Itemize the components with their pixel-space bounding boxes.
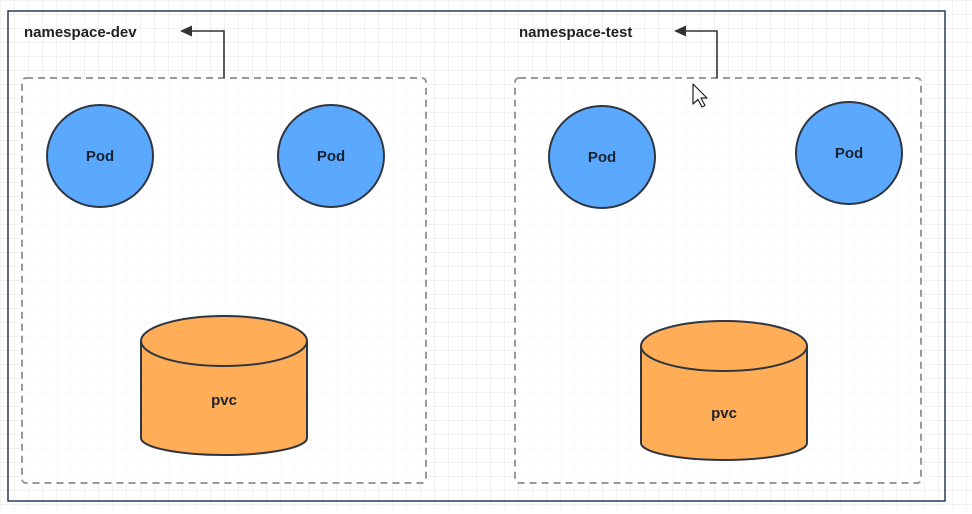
pod-label: Pod (317, 148, 345, 165)
pvc-volume[interactable]: pvc (140, 315, 308, 456)
arrow-left-icon (180, 25, 192, 37)
pvc-volume[interactable]: pvc (640, 320, 808, 461)
pod-label: Pod (835, 145, 863, 162)
namespace-test-group[interactable]: namespace-test Pod Pod pvc (514, 24, 922, 484)
pod-label: Pod (588, 149, 616, 166)
namespace-test-connector (685, 30, 718, 78)
mouse-pointer-icon (692, 83, 708, 108)
pod-node[interactable]: Pod (795, 101, 903, 205)
pvc-label: pvc (711, 405, 737, 422)
pod-node[interactable]: Pod (46, 104, 154, 208)
arrow-left-icon (674, 25, 686, 37)
pvc-label: pvc (211, 392, 237, 409)
namespace-dev-label: namespace-dev (24, 24, 137, 41)
namespace-dev-connector (190, 30, 225, 78)
pod-node[interactable]: Pod (548, 105, 656, 209)
pod-label: Pod (86, 148, 114, 165)
pod-node[interactable]: Pod (277, 104, 385, 208)
namespace-dev-group[interactable]: namespace-dev Pod Pod pvc (21, 24, 427, 484)
namespace-test-label: namespace-test (519, 24, 632, 41)
canvas-frame (7, 10, 946, 502)
